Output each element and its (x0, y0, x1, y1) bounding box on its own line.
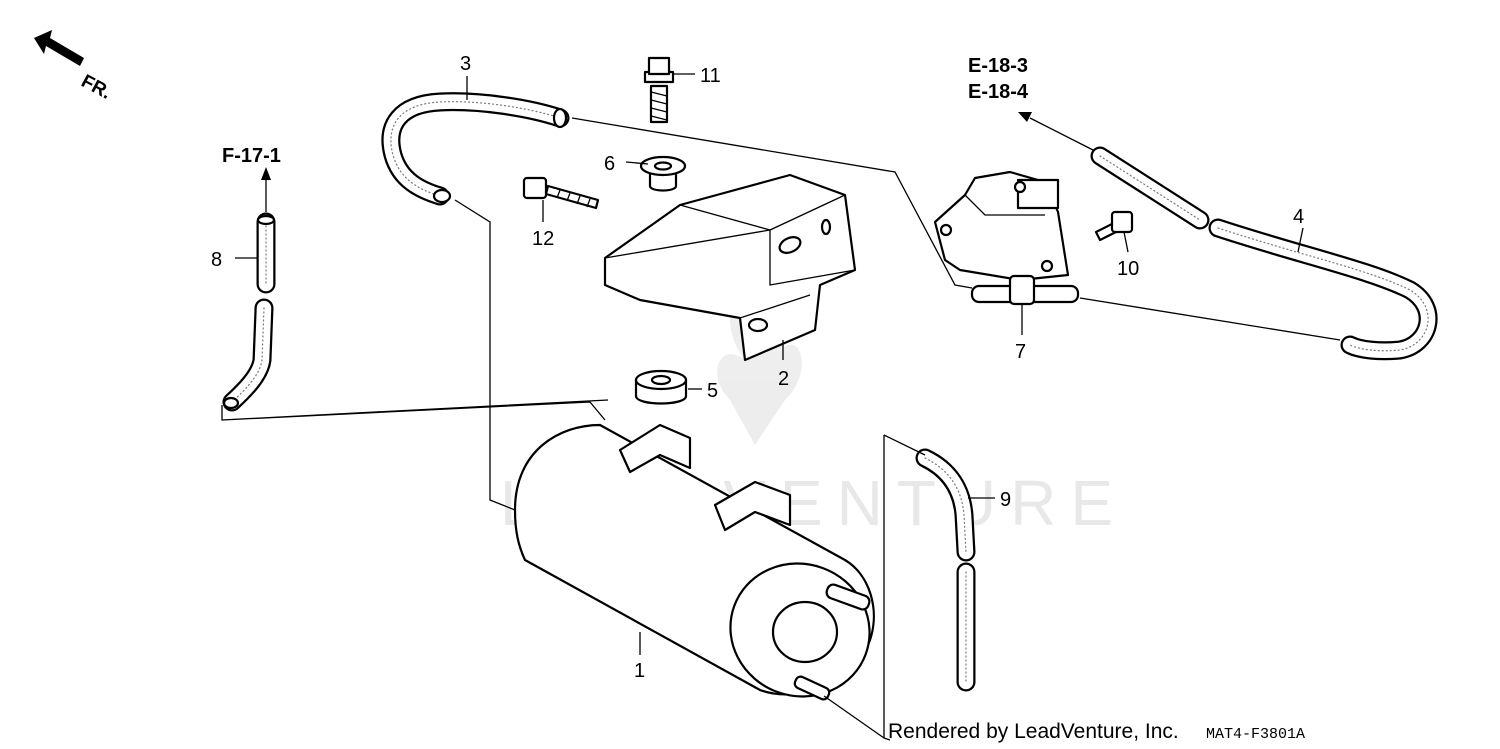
part-2-bracket[interactable] (603, 173, 857, 362)
reference-e18[interactable]: E-18-3 E-18-4 (968, 55, 1094, 151)
part-12-bolt[interactable] (522, 176, 600, 210)
part-5-grommet[interactable] (634, 369, 688, 405)
reference-e18-4-label[interactable]: E-18-4 (968, 81, 1029, 103)
callout-numbers: 3 11 6 12 2 5 7 10 4 8 9 1 (211, 53, 1304, 682)
callout-8[interactable]: 8 (211, 249, 222, 271)
callout-1[interactable]: 1 (634, 660, 645, 682)
callout-9[interactable]: 9 (1000, 489, 1011, 511)
part-4-hose[interactable] (1090, 146, 1438, 361)
part-1-canister[interactable] (513, 423, 888, 716)
part-6-collar[interactable] (639, 155, 687, 192)
up-arrow-icon (261, 167, 271, 180)
footer: Rendered by LeadVenture, Inc. MAT4-F3801… (888, 720, 1305, 743)
render-credit: Rendered by LeadVenture, Inc. (888, 720, 1179, 743)
reference-f17-label[interactable]: F-17-1 (222, 145, 281, 167)
front-direction-label: FR. (78, 71, 115, 104)
front-direction-arrow-icon (34, 30, 84, 66)
callout-7[interactable]: 7 (1015, 341, 1026, 363)
part-9-hose[interactable] (915, 448, 976, 692)
callout-5[interactable]: 5 (707, 380, 718, 402)
callout-10[interactable]: 10 (1117, 258, 1139, 280)
reference-f17[interactable]: F-17-1 (222, 145, 281, 212)
part-11-bolt[interactable] (643, 56, 675, 124)
connection-lines (221, 117, 1341, 741)
part-7-valve[interactable] (933, 170, 1080, 306)
callout-2[interactable]: 2 (778, 368, 789, 390)
callout-6[interactable]: 6 (604, 153, 615, 175)
part-8-hose[interactable] (222, 212, 276, 412)
reference-e18-3-label[interactable]: E-18-3 (968, 55, 1028, 77)
reference-arrow-line (1029, 117, 1094, 151)
diagonal-arrow-icon (1018, 112, 1032, 122)
front-direction-marker: FR. (34, 30, 115, 104)
callout-4[interactable]: 4 (1293, 206, 1304, 228)
callout-11[interactable]: 11 (700, 65, 721, 87)
part-10-bolt[interactable] (1094, 210, 1134, 242)
callout-12[interactable]: 12 (532, 228, 554, 250)
diagram-code: MAT4-F3801A (1206, 726, 1305, 743)
callout-3[interactable]: 3 (460, 53, 471, 75)
callout-leaders (235, 73, 1304, 655)
part-3-hose[interactable] (381, 92, 570, 206)
